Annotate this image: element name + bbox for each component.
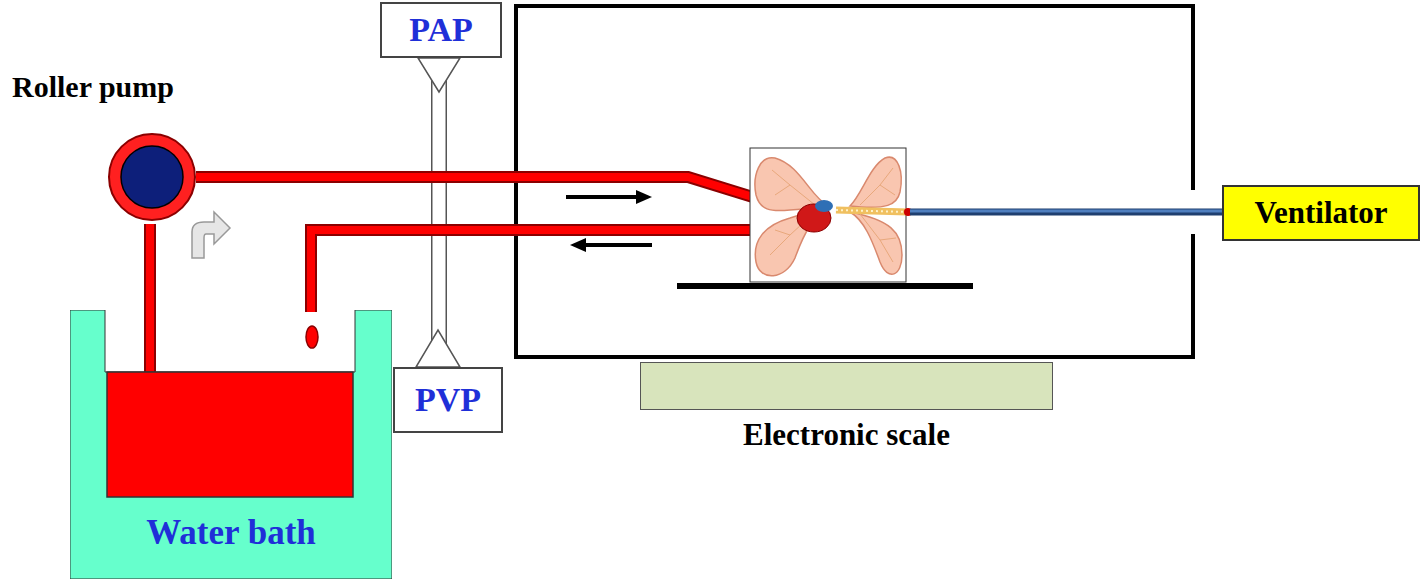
lung-frame <box>750 148 906 282</box>
node-label: PVP <box>415 381 481 418</box>
tube-outline <box>196 177 772 203</box>
ventilator-tube <box>910 210 1222 213</box>
venous-tube <box>311 230 800 312</box>
pressure-line <box>439 58 440 367</box>
node-label: Roller pump <box>12 70 174 103</box>
flow-arrow <box>570 238 586 252</box>
node-label: Water bath <box>146 514 316 553</box>
ventilator-box: Ventilator <box>1222 185 1420 241</box>
direction-arrow <box>192 212 230 258</box>
trachea-rings <box>836 210 908 212</box>
roller-pump: Roller pump <box>10 68 234 224</box>
pressure-box: PVP <box>393 367 503 433</box>
node-label: PAP <box>409 11 473 48</box>
lung-lobe <box>850 157 901 207</box>
perfusion-tube <box>150 224 151 310</box>
tube-outline <box>144 305 156 374</box>
node-label: Electronic scale <box>743 418 950 452</box>
water-bath: Water bath <box>70 310 392 579</box>
flow-arrow <box>636 190 652 204</box>
scale-platform <box>640 362 1053 410</box>
ventilator-tube <box>910 209 1222 216</box>
pump-symbol <box>106 131 198 223</box>
lung-lobe <box>850 212 902 274</box>
flow-arrow <box>582 243 652 247</box>
electronic-scale: Electronic scale <box>640 362 1053 460</box>
node-label: Ventilator <box>1254 196 1387 230</box>
tube-outline <box>311 230 800 312</box>
perfusate-drop <box>306 326 318 348</box>
tube <box>146 305 154 374</box>
flow-arrow <box>566 195 640 199</box>
lung-vessels <box>770 168 896 262</box>
trachea <box>836 210 908 212</box>
vessel <box>815 200 833 212</box>
pressure-box: PAP <box>380 2 502 58</box>
pressure-funnel <box>416 330 460 367</box>
platform <box>677 283 973 289</box>
arterial-tube <box>196 177 772 203</box>
pressure-funnel <box>418 58 460 92</box>
